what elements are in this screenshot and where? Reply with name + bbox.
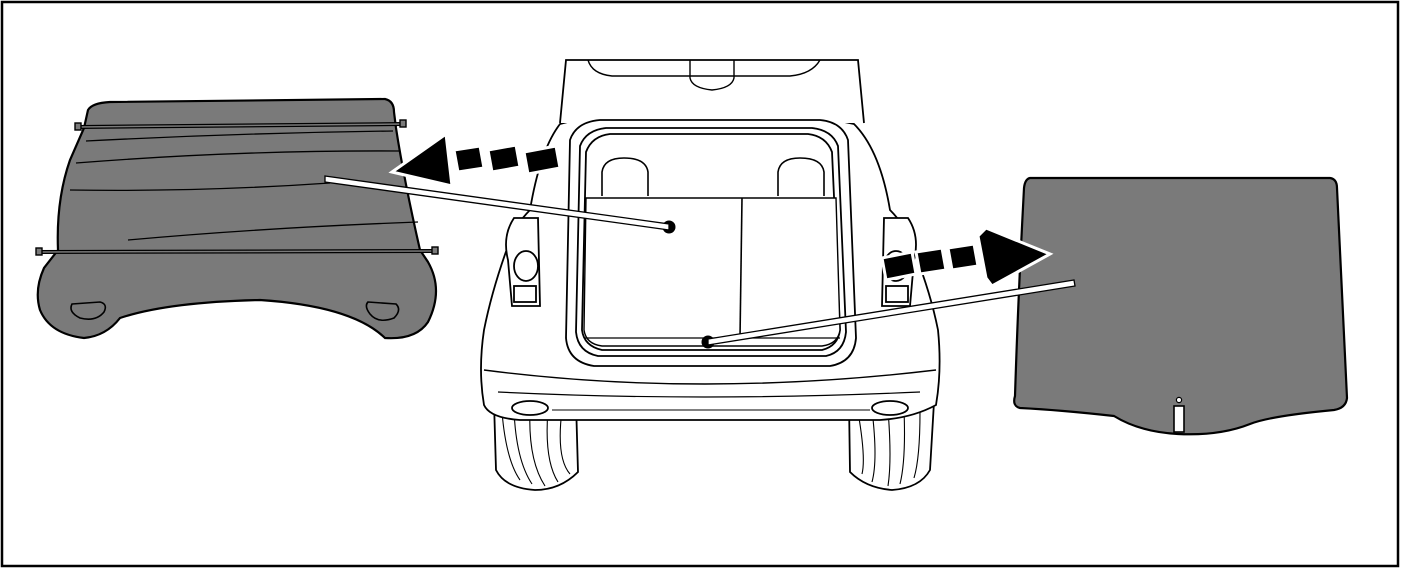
left-tyre [493,401,579,491]
right-tyre [848,401,935,491]
removal-arrow-left [388,131,562,188]
removal-arrow-right [880,226,1054,288]
mat-tab-icon [1173,405,1185,433]
cover-leader-line [324,175,670,231]
boot-mat [1013,176,1349,436]
luggage-cover [35,97,439,340]
mat-leader-line [707,279,1076,346]
car-rear [480,59,941,491]
